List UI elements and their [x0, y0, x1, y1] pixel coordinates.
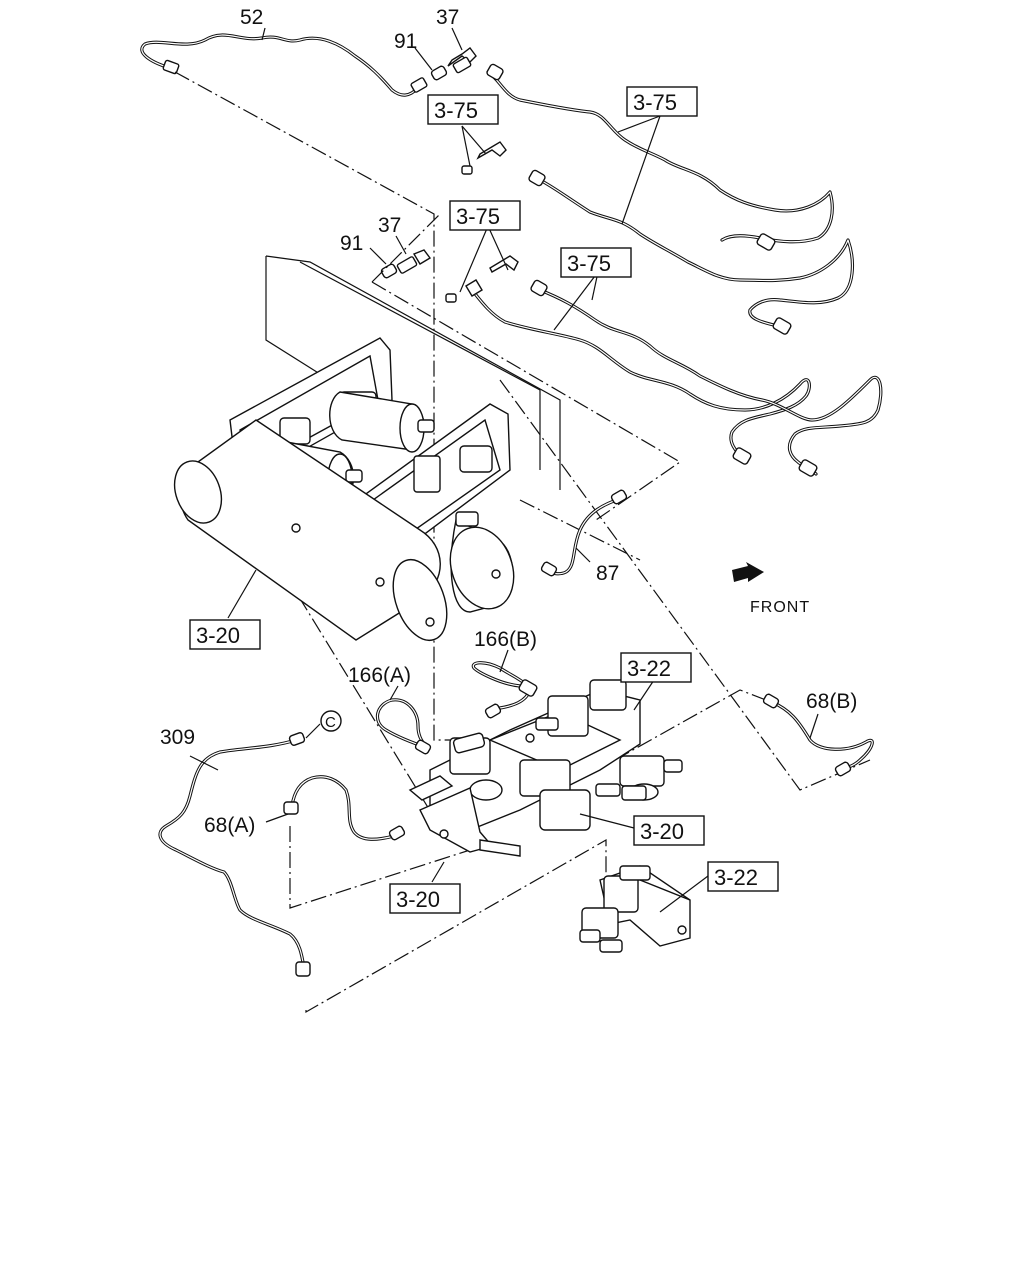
ref-box-3-75-d: 3-75: [560, 247, 632, 278]
ref-box-3-20-a: 3-20: [189, 619, 261, 650]
pipe-87: [540, 489, 628, 577]
actuator-upper: [329, 391, 435, 453]
front-arrow-icon: [732, 562, 764, 582]
ref-box-3-75-b: 3-75: [626, 86, 698, 117]
ref-box-3-20-b: 3-20: [633, 815, 705, 846]
air-tank-small: [449, 511, 515, 613]
circle-c-label: C: [325, 714, 336, 731]
pipes-3-75-lower: [445, 255, 883, 477]
callout-87: 87: [596, 562, 619, 585]
fitting-37-mid: [396, 249, 432, 274]
ref-box-3-75-a-label: 3-75: [434, 98, 478, 123]
pipe-309: [158, 732, 311, 977]
pipe-68a: [283, 775, 406, 841]
pipe-166a: [375, 698, 432, 755]
pipes-3-75-upper: [461, 63, 854, 335]
ref-box-3-22-a: 3-22: [620, 652, 692, 683]
ref-box-3-22-b: 3-22: [707, 861, 779, 892]
pipe-68b: [762, 693, 874, 777]
pipe-166b: [471, 661, 538, 719]
cross-member: [265, 255, 561, 490]
ref-box-3-20-c-label: 3-20: [396, 887, 440, 912]
callout-68b: 68(B): [806, 690, 857, 713]
fitting-91-top: [430, 65, 448, 81]
ref-box-3-20-b-label: 3-20: [640, 819, 684, 844]
callout-166a: 166(A): [348, 664, 411, 687]
air-tank-large: [173, 419, 448, 642]
leader-lines: [189, 27, 819, 913]
callout-309: 309: [160, 726, 195, 749]
ref-box-3-22-a-label: 3-22: [627, 656, 671, 681]
ref-box-3-20-a-label: 3-20: [196, 623, 240, 648]
callout-91-top: 91: [394, 30, 417, 53]
ref-box-3-20-c: 3-20: [389, 883, 461, 914]
ref-box-3-75-c: 3-75: [449, 200, 521, 231]
ref-box-3-75-a: 3-75: [427, 94, 499, 125]
ref-box-3-75-c-label: 3-75: [456, 204, 500, 229]
callout-166b: 166(B): [474, 628, 537, 651]
pipe-52: [140, 33, 428, 97]
valve-assembly-main: [408, 679, 683, 857]
circle-c-marker: C: [320, 710, 342, 732]
callout-37-mid: 37: [378, 214, 401, 237]
callout-37-top: 37: [436, 6, 459, 29]
ref-box-3-75-b-label: 3-75: [633, 90, 677, 115]
valve-assembly-lower: [579, 865, 691, 953]
ref-box-3-75-d-label: 3-75: [567, 251, 611, 276]
front-label: FRONT: [750, 599, 810, 616]
fitting-37-top: [447, 47, 477, 74]
ref-box-3-22-b-label: 3-22: [714, 865, 758, 890]
callout-52: 52: [240, 6, 263, 29]
callout-68a: 68(A): [204, 814, 255, 837]
callout-91-mid: 91: [340, 232, 363, 255]
